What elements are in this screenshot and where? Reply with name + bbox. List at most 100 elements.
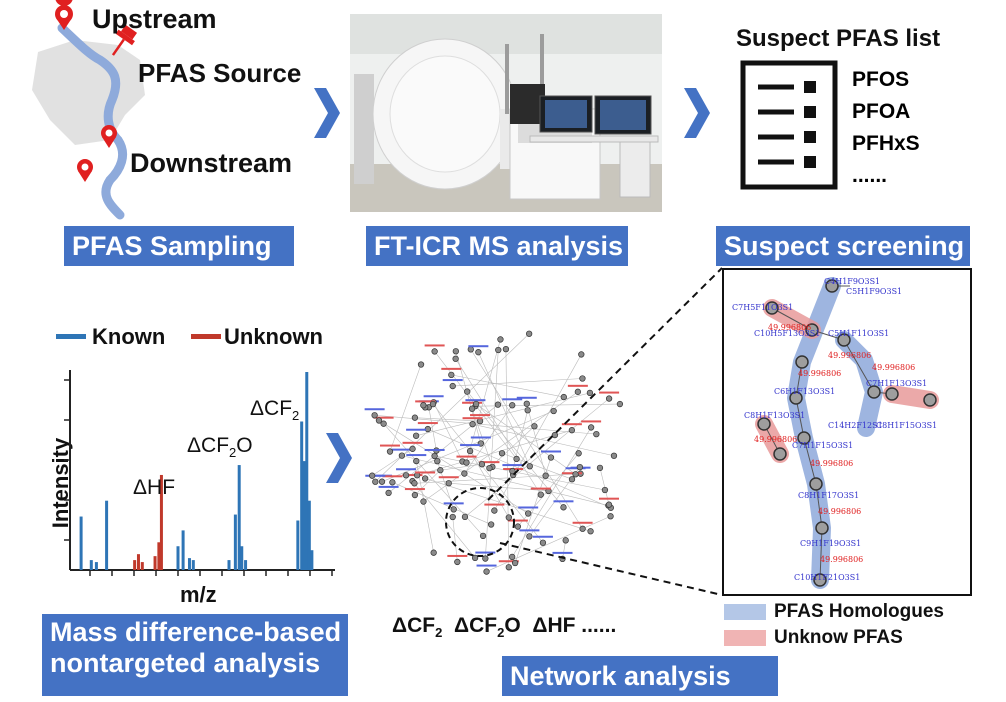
network-node [369, 472, 376, 479]
network-node-label [424, 344, 445, 347]
network-node [531, 423, 538, 430]
network-node [509, 467, 516, 475]
network-node [437, 467, 444, 474]
network-node [486, 464, 493, 472]
spectrum-peak [296, 520, 300, 570]
network-node [472, 400, 480, 408]
network-edge [494, 354, 582, 511]
network-edge [452, 516, 458, 562]
network-edge [414, 417, 481, 422]
network-node [450, 506, 457, 513]
network-node [411, 491, 419, 499]
zoom-network: C4H1F9O3S1 C5H1F9O3S1 C7H5F11O3S1 C10H5F… [732, 277, 939, 589]
zoom-node-label: C6H1F13O3S1 [774, 387, 835, 396]
network-node-label [553, 500, 574, 503]
network-node [494, 401, 502, 408]
network-edge [425, 478, 591, 532]
zoom-circle [445, 487, 515, 557]
network-node-label [402, 474, 423, 477]
network-node-label [540, 450, 561, 453]
zoom-node-label: C5H1F9O3S1 [846, 287, 902, 296]
network-node [468, 405, 476, 412]
network-edge [452, 378, 583, 387]
network-edge [486, 516, 611, 572]
annotation-hf: ΔHF [133, 476, 176, 499]
network-node-label [484, 503, 505, 506]
upstream-label: Upstream [92, 4, 217, 34]
network-node [509, 402, 516, 409]
network-node-label [364, 408, 385, 411]
network-edge [412, 480, 476, 559]
network-node [429, 400, 437, 408]
network-node-label [443, 502, 464, 505]
network-node [523, 400, 530, 407]
spectrum-peak [181, 530, 185, 570]
network-node [616, 400, 624, 408]
map-pin-icon [77, 159, 93, 182]
network-edge [455, 351, 482, 444]
network-node [526, 463, 533, 470]
network-node [411, 480, 418, 487]
network-node-label [498, 560, 519, 563]
network-node-label [567, 384, 588, 387]
network-node-label [396, 468, 417, 471]
network-node-label [518, 506, 539, 509]
network-node-label [561, 423, 582, 426]
network-node-label [470, 436, 491, 439]
network-node-label [456, 455, 477, 458]
network-node [421, 475, 429, 482]
network-node [469, 421, 476, 428]
network-node-label [465, 399, 486, 402]
network-node-label [475, 551, 496, 554]
network-edge [526, 403, 546, 476]
spectrum-peak [227, 560, 231, 570]
network-node [497, 336, 504, 343]
network-node [513, 455, 520, 463]
network-edge [511, 427, 592, 558]
network-edge [378, 420, 529, 514]
suspect-list-title: Suspect PFAS list [736, 25, 941, 52]
zoom-edge-label: 49.996806 [872, 363, 915, 372]
suspect-item: PFOS [852, 68, 910, 91]
spectrum-peak [237, 465, 241, 570]
network-node [498, 450, 506, 457]
zoom-node-label: C14H2F12S1 [828, 421, 883, 430]
network-node [605, 501, 613, 508]
network-node-label [379, 444, 400, 447]
network-node-label [565, 467, 586, 470]
network-edge [478, 352, 531, 467]
network-node-label [462, 417, 483, 420]
network-node [526, 330, 533, 337]
network-node [586, 389, 594, 397]
network-node [463, 459, 470, 466]
network-node-label [438, 476, 459, 479]
network-node [483, 568, 490, 575]
network-edge [389, 364, 422, 452]
network-node-label [502, 398, 523, 401]
network-edge [372, 448, 413, 476]
zoom-edge-label: 49.996806 [828, 351, 871, 360]
network-node [495, 346, 502, 354]
network-node [420, 498, 427, 505]
network-node [452, 355, 459, 362]
spectrum-peak [310, 550, 314, 570]
network-edge [475, 403, 576, 475]
network-node-label [572, 521, 593, 524]
suspect-item: ...... [852, 164, 888, 187]
zoom-nodes [757, 279, 937, 587]
network-graph [364, 330, 624, 575]
network-node [605, 395, 613, 402]
network-node [487, 521, 495, 528]
network-node [389, 479, 396, 486]
network-node [505, 564, 512, 571]
zoom-node-label: C8H1F15O3S1 [876, 421, 937, 430]
zoom-node-label: C5H1F11O3S1 [828, 329, 889, 338]
network-node [587, 528, 594, 535]
network-node [542, 472, 549, 479]
network-node [431, 452, 438, 460]
network-node [386, 448, 394, 455]
network-node [576, 463, 584, 471]
spectrum-peak [159, 474, 163, 570]
spectrum-peak [94, 562, 98, 570]
